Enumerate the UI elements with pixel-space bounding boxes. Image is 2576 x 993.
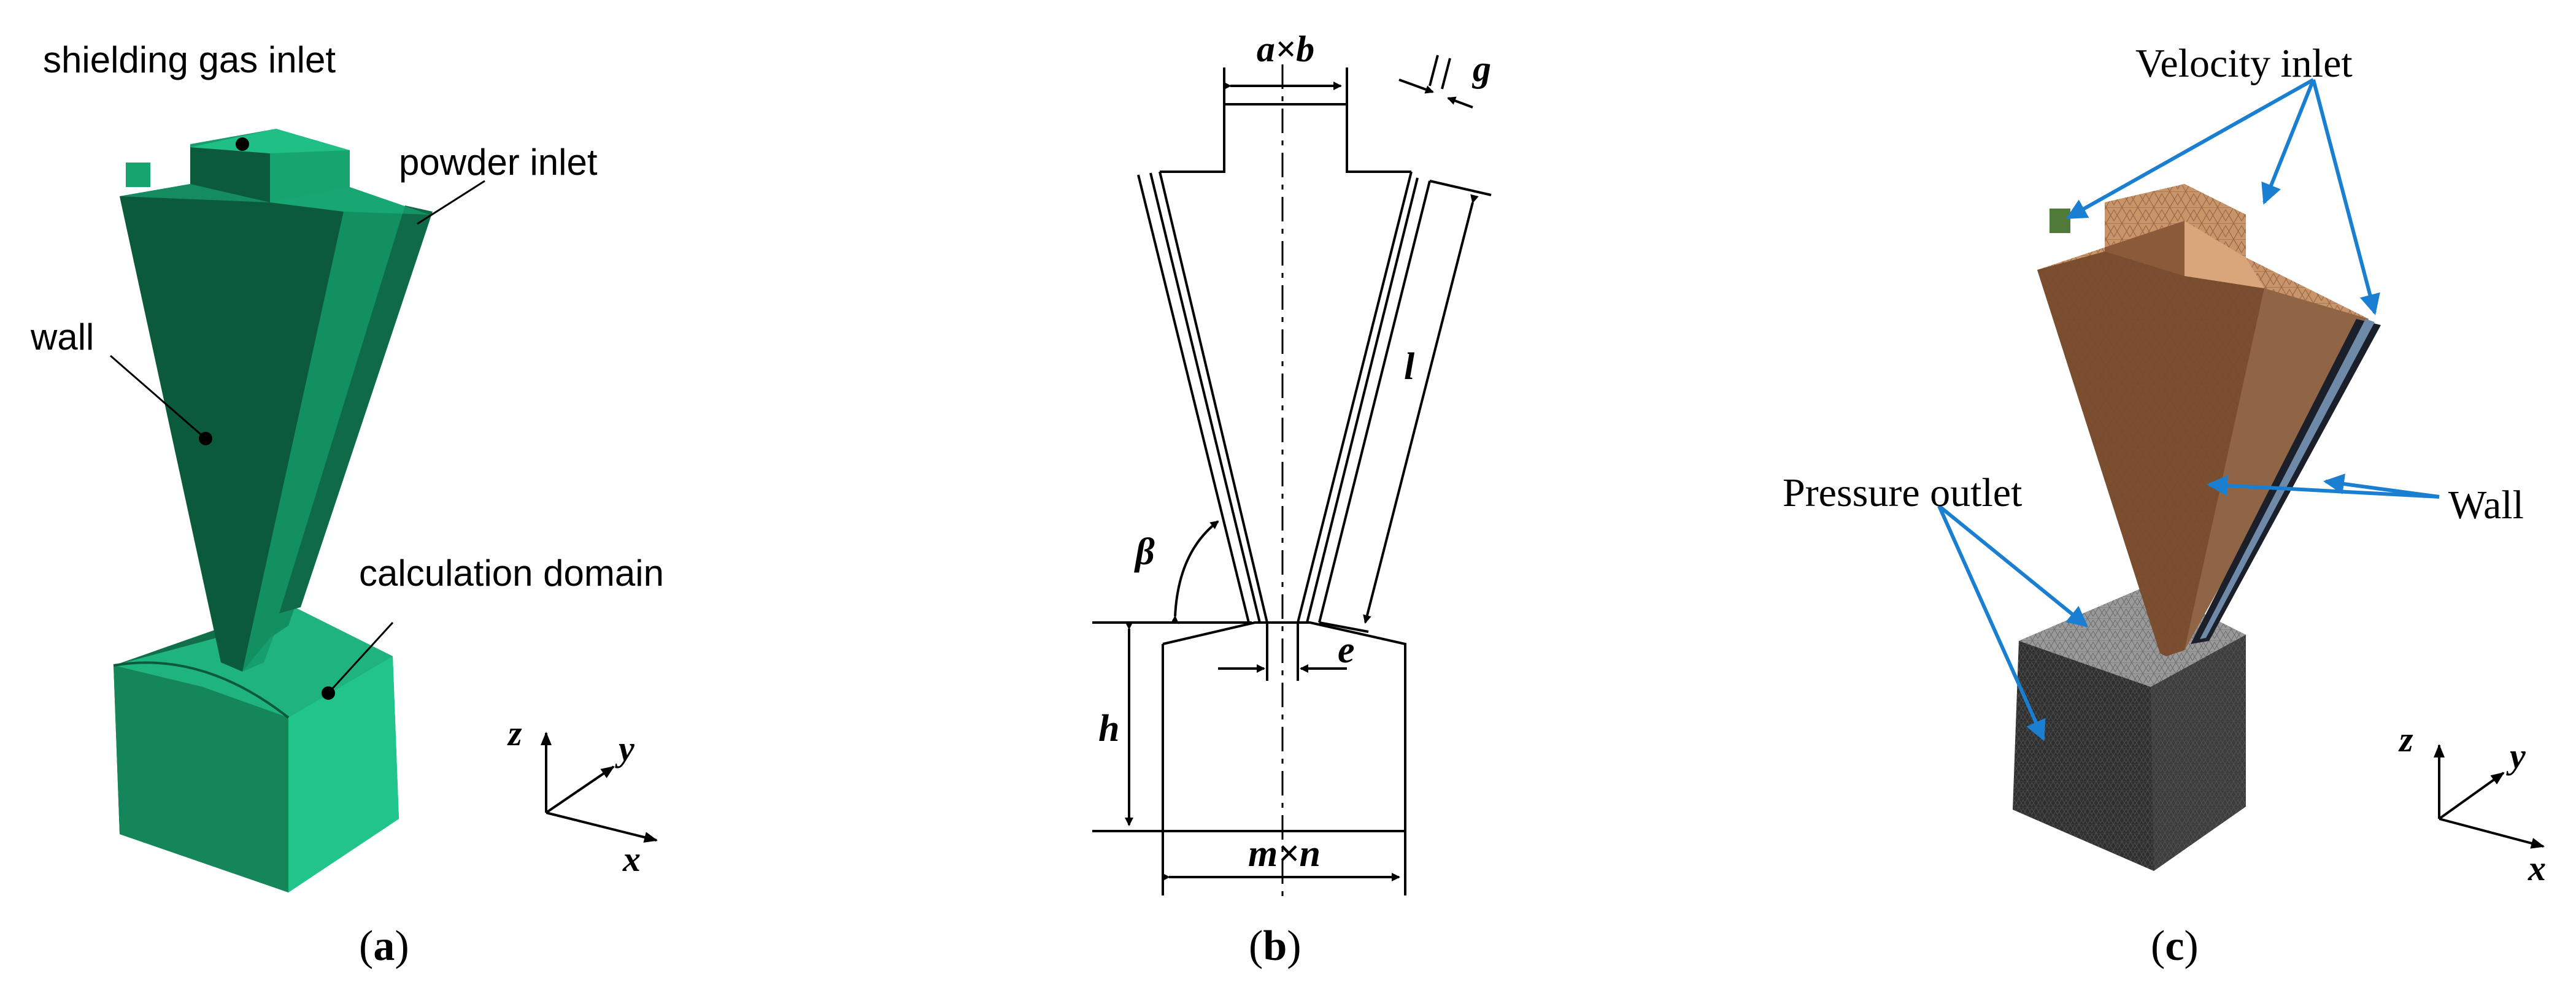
panel-c-arrows [1937, 78, 2440, 742]
axis-y-c: y [2506, 736, 2526, 776]
label-wall-c: Wall [2448, 483, 2524, 527]
calculation-domain-box [113, 604, 399, 892]
dim-h: h [1098, 708, 1119, 750]
dim-l: l [1404, 346, 1415, 388]
label-velocity-inlet: Velocity inlet [2135, 41, 2353, 86]
caption-c: (c) [2151, 922, 2199, 970]
caption-b: (b) [1249, 922, 1301, 970]
caption-a: (a) [359, 922, 409, 970]
label-shielding-gas-inlet: shielding gas inlet [43, 39, 336, 80]
nozzle-body [120, 129, 433, 672]
axis-x-a: x [622, 839, 641, 879]
panel-a: shielding gas inlet powder inlet wall ca… [30, 39, 664, 970]
meshed-domain-box [2013, 586, 2246, 871]
axis-y-a: y [615, 729, 634, 769]
meshed-nozzle [2037, 184, 2381, 656]
wall-dot [199, 432, 212, 445]
label-calculation-domain: calculation domain [359, 553, 664, 594]
axis-z-c: z [2398, 719, 2413, 759]
label-pressure-outlet: Pressure outlet [1783, 470, 2022, 515]
dim-g: g [1471, 48, 1491, 89]
panel-b-labels: a×b g l β h e m×n (b) [1098, 29, 1491, 970]
dim-beta: β [1134, 531, 1155, 573]
label-powder-inlet: powder inlet [399, 142, 598, 183]
axis-z-a: z [507, 713, 522, 753]
panel-b [1092, 55, 1492, 902]
axes-c: z y x [2398, 719, 2546, 888]
dim-a-times-b: a×b [1257, 29, 1314, 69]
axes-a: z y x [507, 713, 658, 879]
shielding-gas-dot [236, 137, 249, 151]
dim-e: e [1338, 629, 1355, 671]
axis-x-c: x [2528, 848, 2546, 888]
calculation-domain-dot [322, 686, 335, 700]
dim-m-times-n: m×n [1248, 833, 1321, 875]
panel-a-annotations [110, 137, 485, 700]
label-wall: wall [30, 316, 94, 358]
panel-c: Velocity inlet Pressure outlet Wall z y … [1783, 41, 2546, 970]
